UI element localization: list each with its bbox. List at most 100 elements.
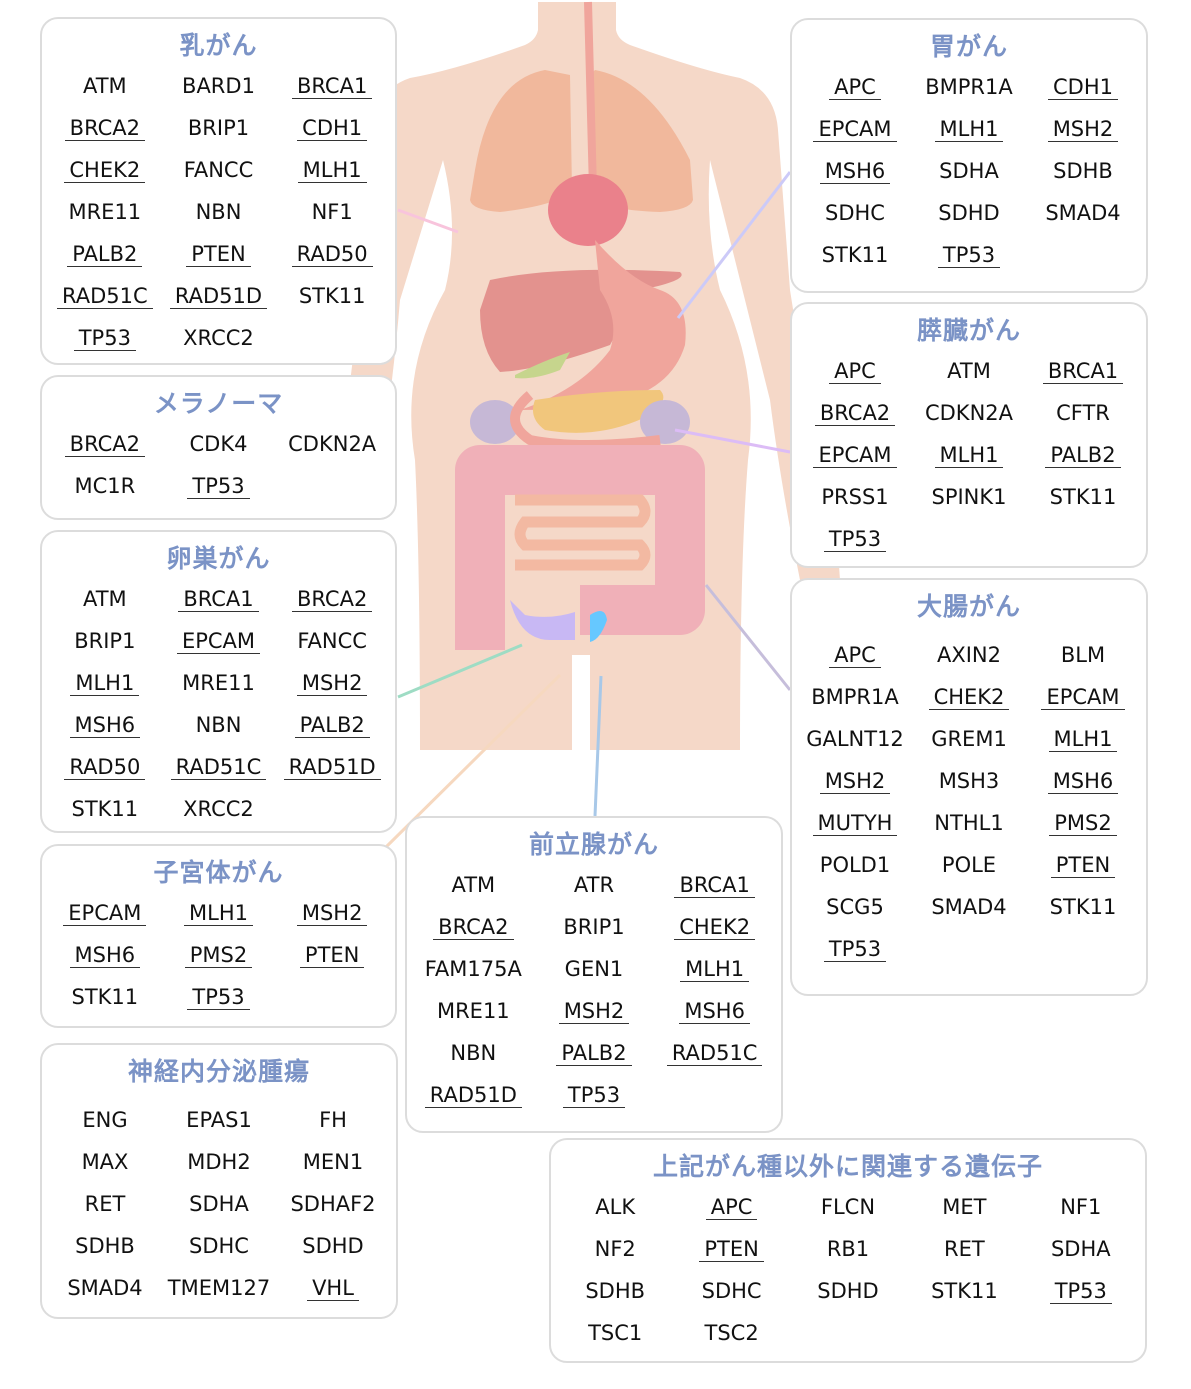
gene-link[interactable]: MSH6 (48, 704, 162, 746)
gene-link[interactable]: PALB2 (275, 704, 389, 746)
gene-name[interactable]: CHEK2 (928, 685, 1010, 710)
gene-link[interactable]: APC (798, 350, 912, 392)
gene-name[interactable]: TP53 (1049, 1279, 1112, 1304)
gene-name[interactable]: RAD51D (283, 755, 381, 780)
gene-link[interactable]: RAD51C (48, 275, 162, 317)
gene-name[interactable]: MLH1 (70, 671, 140, 696)
gene-link[interactable]: MLH1 (48, 662, 162, 704)
gene-name[interactable]: BRCA1 (291, 74, 373, 99)
gene-name[interactable]: PMS2 (1049, 811, 1117, 836)
gene-name[interactable]: MUTYH (812, 811, 898, 836)
gene-link[interactable]: MLH1 (654, 948, 775, 990)
gene-link[interactable]: MLH1 (912, 108, 1026, 150)
gene-name[interactable]: PTEN (186, 242, 251, 267)
gene-name[interactable]: MSH6 (1047, 769, 1119, 794)
gene-link[interactable]: BRCA2 (48, 423, 162, 465)
gene-name[interactable]: MSH2 (296, 671, 368, 696)
gene-link[interactable]: PALB2 (534, 1032, 655, 1074)
gene-name[interactable]: BRCA2 (64, 116, 145, 141)
gene-link[interactable]: EPCAM (1026, 676, 1140, 718)
gene-name[interactable]: MLH1 (934, 117, 1004, 142)
gene-name[interactable]: PMS2 (184, 943, 253, 968)
gene-link[interactable]: BRCA2 (413, 906, 534, 948)
gene-link[interactable]: CHEK2 (48, 149, 162, 191)
gene-link[interactable]: PMS2 (162, 934, 276, 976)
gene-name[interactable]: APC (829, 359, 881, 384)
gene-link[interactable]: MSH6 (798, 150, 912, 192)
gene-link[interactable]: TP53 (798, 518, 912, 560)
gene-link[interactable]: PALB2 (1026, 434, 1140, 476)
gene-name[interactable]: RAD50 (291, 242, 373, 267)
gene-name[interactable]: PALB2 (294, 713, 370, 738)
gene-link[interactable]: RAD50 (48, 746, 162, 788)
gene-name[interactable]: MSH6 (69, 943, 141, 968)
gene-link[interactable]: MSH2 (275, 662, 389, 704)
gene-link[interactable]: EPCAM (798, 434, 912, 476)
gene-name[interactable]: MSH2 (296, 901, 368, 926)
gene-name[interactable]: RAD51C (56, 284, 153, 309)
gene-name[interactable]: TP53 (73, 326, 136, 351)
gene-name[interactable]: BRCA1 (674, 873, 755, 898)
gene-link[interactable]: PTEN (275, 934, 389, 976)
gene-link[interactable]: BRCA2 (48, 107, 162, 149)
gene-name[interactable]: MSH6 (69, 713, 141, 738)
gene-link[interactable]: BRCA1 (162, 578, 276, 620)
gene-name[interactable]: EPCAM (813, 117, 897, 142)
gene-link[interactable]: EPCAM (162, 620, 276, 662)
gene-name[interactable]: PALB2 (556, 1041, 632, 1066)
gene-link[interactable]: RAD51D (275, 746, 389, 788)
gene-name[interactable]: TP53 (937, 243, 1001, 268)
gene-name[interactable]: MSH6 (819, 159, 891, 184)
gene-name[interactable]: EPCAM (176, 629, 261, 654)
gene-link[interactable]: MLH1 (162, 892, 276, 934)
gene-link[interactable]: PTEN (673, 1228, 789, 1270)
gene-link[interactable]: CDH1 (275, 107, 389, 149)
gene-link[interactable]: TP53 (162, 976, 276, 1018)
gene-link[interactable]: RAD50 (275, 233, 389, 275)
gene-link[interactable]: CHEK2 (912, 676, 1026, 718)
gene-name[interactable]: BRCA2 (64, 432, 145, 457)
gene-link[interactable]: BRCA2 (275, 578, 389, 620)
gene-name[interactable]: CHEK2 (64, 158, 146, 183)
gene-link[interactable]: EPCAM (798, 108, 912, 150)
gene-link[interactable]: MUTYH (798, 802, 912, 844)
gene-link[interactable]: MLH1 (1026, 718, 1140, 760)
gene-name[interactable]: TP53 (187, 985, 250, 1010)
gene-name[interactable]: BRCA1 (1042, 359, 1124, 384)
gene-link[interactable]: TP53 (48, 317, 162, 359)
gene-link[interactable]: TP53 (798, 928, 912, 970)
gene-name[interactable]: TP53 (823, 937, 887, 962)
gene-link[interactable]: TP53 (912, 234, 1026, 276)
gene-name[interactable]: RAD51D (424, 1083, 522, 1108)
gene-name[interactable]: PALB2 (1045, 443, 1121, 468)
gene-name[interactable]: CHEK2 (674, 915, 756, 940)
gene-link[interactable]: APC (798, 66, 912, 108)
gene-link[interactable]: TP53 (162, 465, 276, 507)
gene-name[interactable]: MLH1 (297, 158, 367, 183)
gene-name[interactable]: MLH1 (1048, 727, 1118, 752)
gene-name[interactable]: EPCAM (1041, 685, 1125, 710)
gene-name[interactable]: MSH2 (819, 769, 891, 794)
gene-name[interactable]: APC (829, 643, 881, 668)
gene-link[interactable]: MLH1 (912, 434, 1026, 476)
gene-name[interactable]: APC (829, 75, 881, 100)
gene-name[interactable]: TP53 (562, 1083, 626, 1108)
gene-name[interactable]: TP53 (187, 474, 250, 499)
gene-name[interactable]: PTEN (1050, 853, 1116, 878)
gene-name[interactable]: MLH1 (680, 957, 750, 982)
gene-name[interactable]: PTEN (699, 1237, 764, 1262)
gene-link[interactable]: CHEK2 (654, 906, 775, 948)
gene-name[interactable]: MSH2 (1047, 117, 1119, 142)
gene-link[interactable]: BRCA1 (654, 864, 775, 906)
gene-link[interactable]: TP53 (534, 1074, 655, 1116)
gene-link[interactable]: RAD51D (162, 275, 276, 317)
gene-link[interactable]: TP53 (1023, 1270, 1139, 1312)
gene-link[interactable]: BRCA1 (1026, 350, 1140, 392)
gene-link[interactable]: PTEN (1026, 844, 1140, 886)
gene-name[interactable]: BRCA2 (291, 587, 373, 612)
gene-link[interactable]: PMS2 (1026, 802, 1140, 844)
gene-link[interactable]: PALB2 (48, 233, 162, 275)
gene-name[interactable]: VHL (307, 1276, 359, 1301)
gene-link[interactable]: APC (798, 634, 912, 676)
gene-link[interactable]: VHL (276, 1267, 390, 1309)
